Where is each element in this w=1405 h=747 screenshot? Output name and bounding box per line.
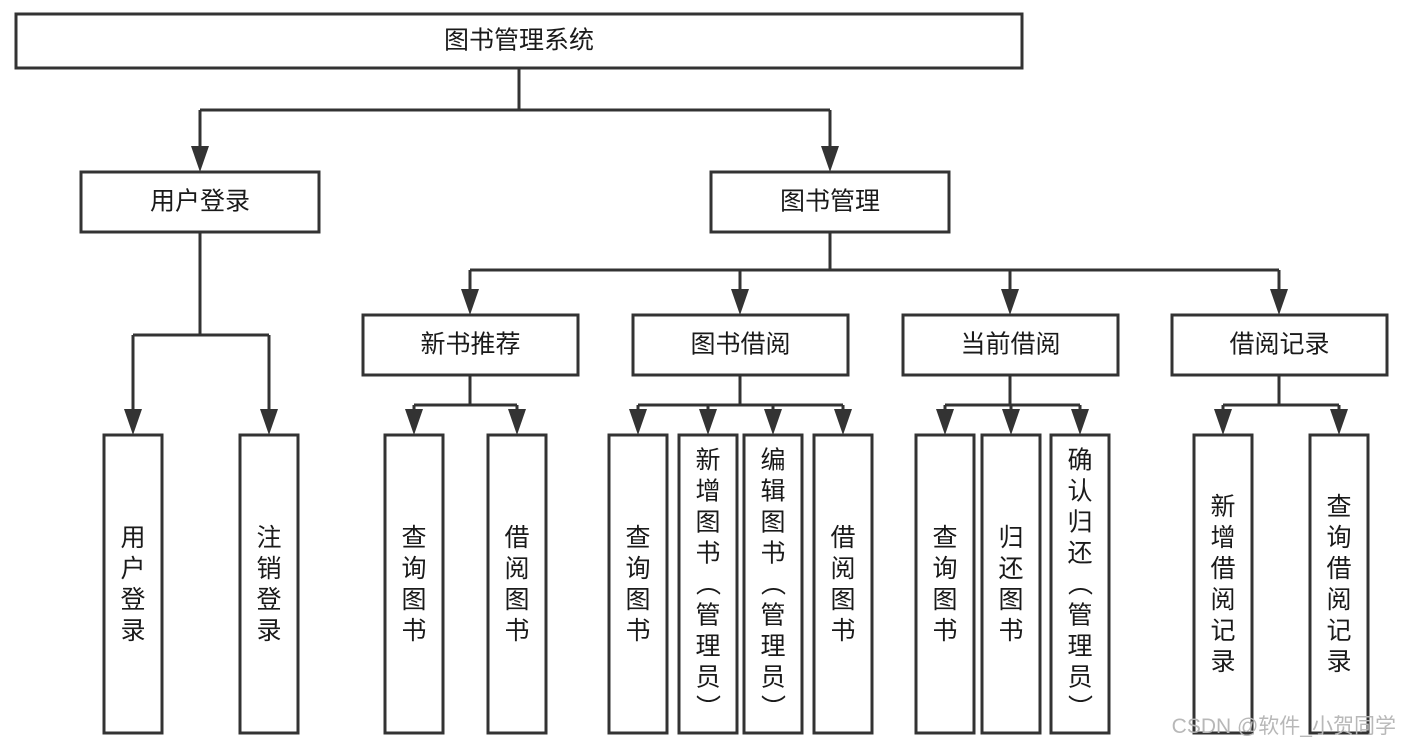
node-leaf-query-book-cur-label: 查询图书: [932, 524, 957, 645]
node-book-borrow-label: 图书借阅: [690, 331, 790, 359]
node-leaf-confirm-return-rect[interactable]: [1049, 433, 1111, 735]
connectors-layer: [124, 68, 1348, 435]
arrow-head-g0-leaf-1: [508, 409, 526, 435]
node-leaf-borrow-book-rec[interactable]: 借阅图书: [486, 433, 548, 735]
node-leaf-borrow-book-rec-label: 借阅图书: [504, 524, 529, 645]
node-leaf-borrow-book-rec-rect[interactable]: [486, 433, 548, 735]
node-leaf-add-record-label: 新增借阅记录: [1210, 493, 1235, 676]
arrow-head-g1-leaf-0: [629, 409, 647, 435]
node-leaf-query-book-borrow-rect[interactable]: [607, 433, 669, 735]
node-leaf-return-book-label: 归还图书: [998, 524, 1023, 645]
node-leaf-add-book[interactable]: 新增图书（管理员）: [677, 433, 739, 735]
node-book-manage-label: 图书管理: [780, 188, 880, 216]
arrow-head-l2-1: [821, 146, 839, 172]
arrow-head-g3-leaf-0: [1214, 409, 1232, 435]
node-current-borrow-rect[interactable]: [901, 313, 1120, 377]
arrow-head-g3-leaf-1: [1330, 409, 1348, 435]
csdn-watermark: CSDN @软件_小贺同学: [1172, 715, 1396, 738]
node-root[interactable]: 图书管理系统: [14, 12, 1024, 70]
node-new-book-recommend-label: 新书推荐: [420, 331, 520, 359]
node-borrow-record-label: 借阅记录: [1229, 331, 1329, 359]
node-leaf-return-book[interactable]: 归还图书: [980, 433, 1042, 735]
arrow-head-l2-0: [191, 146, 209, 172]
node-leaf-user-login-rect[interactable]: [102, 433, 164, 735]
node-leaf-query-record[interactable]: 查询借阅记录: [1308, 433, 1370, 735]
arrow-head-l3-2: [1001, 289, 1019, 315]
node-user-login-rect[interactable]: [79, 170, 321, 234]
arrow-head-g2-leaf-0: [936, 409, 954, 435]
node-leaf-add-record-rect[interactable]: [1192, 433, 1254, 735]
arrow-head-g2-leaf-2: [1071, 409, 1089, 435]
node-leaf-edit-book-rect[interactable]: [742, 433, 804, 735]
node-root-label: 图书管理系统: [444, 27, 594, 55]
node-borrow-record-rect[interactable]: [1170, 313, 1389, 377]
node-book-manage-rect[interactable]: [709, 170, 951, 234]
node-leaf-add-book-label: 新增图书（管理员）: [695, 447, 721, 723]
node-leaf-query-book-borrow[interactable]: 查询图书: [607, 433, 669, 735]
node-leaf-user-login[interactable]: 用户登录: [102, 433, 164, 735]
node-leaf-query-book-cur-rect[interactable]: [914, 433, 976, 735]
node-leaf-confirm-return[interactable]: 确认归还（管理员）: [1049, 433, 1111, 735]
node-leaf-borrow-book-rect[interactable]: [812, 433, 874, 735]
node-leaf-edit-book[interactable]: 编辑图书（管理员）: [742, 433, 804, 735]
arrow-head-l3-3: [1270, 289, 1288, 315]
node-current-borrow[interactable]: 当前借阅: [901, 313, 1120, 377]
node-current-borrow-label: 当前借阅: [960, 331, 1060, 359]
node-leaf-add-book-rect[interactable]: [677, 433, 739, 735]
arrow-head-ul-leaf-1: [260, 409, 278, 435]
node-leaf-query-book-rec-label: 查询图书: [401, 524, 426, 645]
arrow-head-ul-leaf-0: [124, 409, 142, 435]
node-leaf-logout-label: 注销登录: [256, 524, 281, 645]
nodes-layer: 图书管理系统用户登录图书管理新书推荐图书借阅当前借阅借阅记录用户登录注销登录查询…: [14, 12, 1389, 735]
node-leaf-query-book-rec[interactable]: 查询图书: [383, 433, 445, 735]
node-book-borrow[interactable]: 图书借阅: [631, 313, 850, 377]
node-leaf-borrow-book[interactable]: 借阅图书: [812, 433, 874, 735]
node-leaf-add-record[interactable]: 新增借阅记录: [1192, 433, 1254, 735]
node-leaf-logout[interactable]: 注销登录: [238, 433, 300, 735]
node-leaf-confirm-return-label: 确认归还（管理员）: [1067, 447, 1093, 723]
node-leaf-logout-rect[interactable]: [238, 433, 300, 735]
node-new-book-recommend[interactable]: 新书推荐: [361, 313, 580, 377]
node-leaf-query-book-borrow-label: 查询图书: [625, 524, 650, 645]
node-user-login[interactable]: 用户登录: [79, 170, 321, 234]
node-new-book-recommend-rect[interactable]: [361, 313, 580, 377]
node-user-login-label: 用户登录: [150, 188, 250, 216]
node-leaf-user-login-label: 用户登录: [120, 524, 145, 645]
node-leaf-return-book-rect[interactable]: [980, 433, 1042, 735]
node-book-manage[interactable]: 图书管理: [709, 170, 951, 234]
node-leaf-borrow-book-label: 借阅图书: [830, 524, 855, 645]
node-leaf-edit-book-label: 编辑图书（管理员）: [760, 447, 786, 723]
node-leaf-query-book-rec-rect[interactable]: [383, 433, 445, 735]
node-leaf-query-book-cur[interactable]: 查询图书: [914, 433, 976, 735]
node-leaf-query-record-label: 查询借阅记录: [1326, 493, 1351, 676]
node-book-borrow-rect[interactable]: [631, 313, 850, 377]
node-leaf-query-record-rect[interactable]: [1308, 433, 1370, 735]
arrow-head-g1-leaf-2: [764, 409, 782, 435]
arrow-head-g0-leaf-0: [405, 409, 423, 435]
arrow-head-g1-leaf-3: [834, 409, 852, 435]
node-borrow-record[interactable]: 借阅记录: [1170, 313, 1389, 377]
arrow-head-g2-leaf-1: [1002, 409, 1020, 435]
node-root-rect[interactable]: [14, 12, 1024, 70]
arrow-head-l3-0: [461, 289, 479, 315]
arrow-head-g1-leaf-1: [699, 409, 717, 435]
arrow-head-l3-1: [731, 289, 749, 315]
